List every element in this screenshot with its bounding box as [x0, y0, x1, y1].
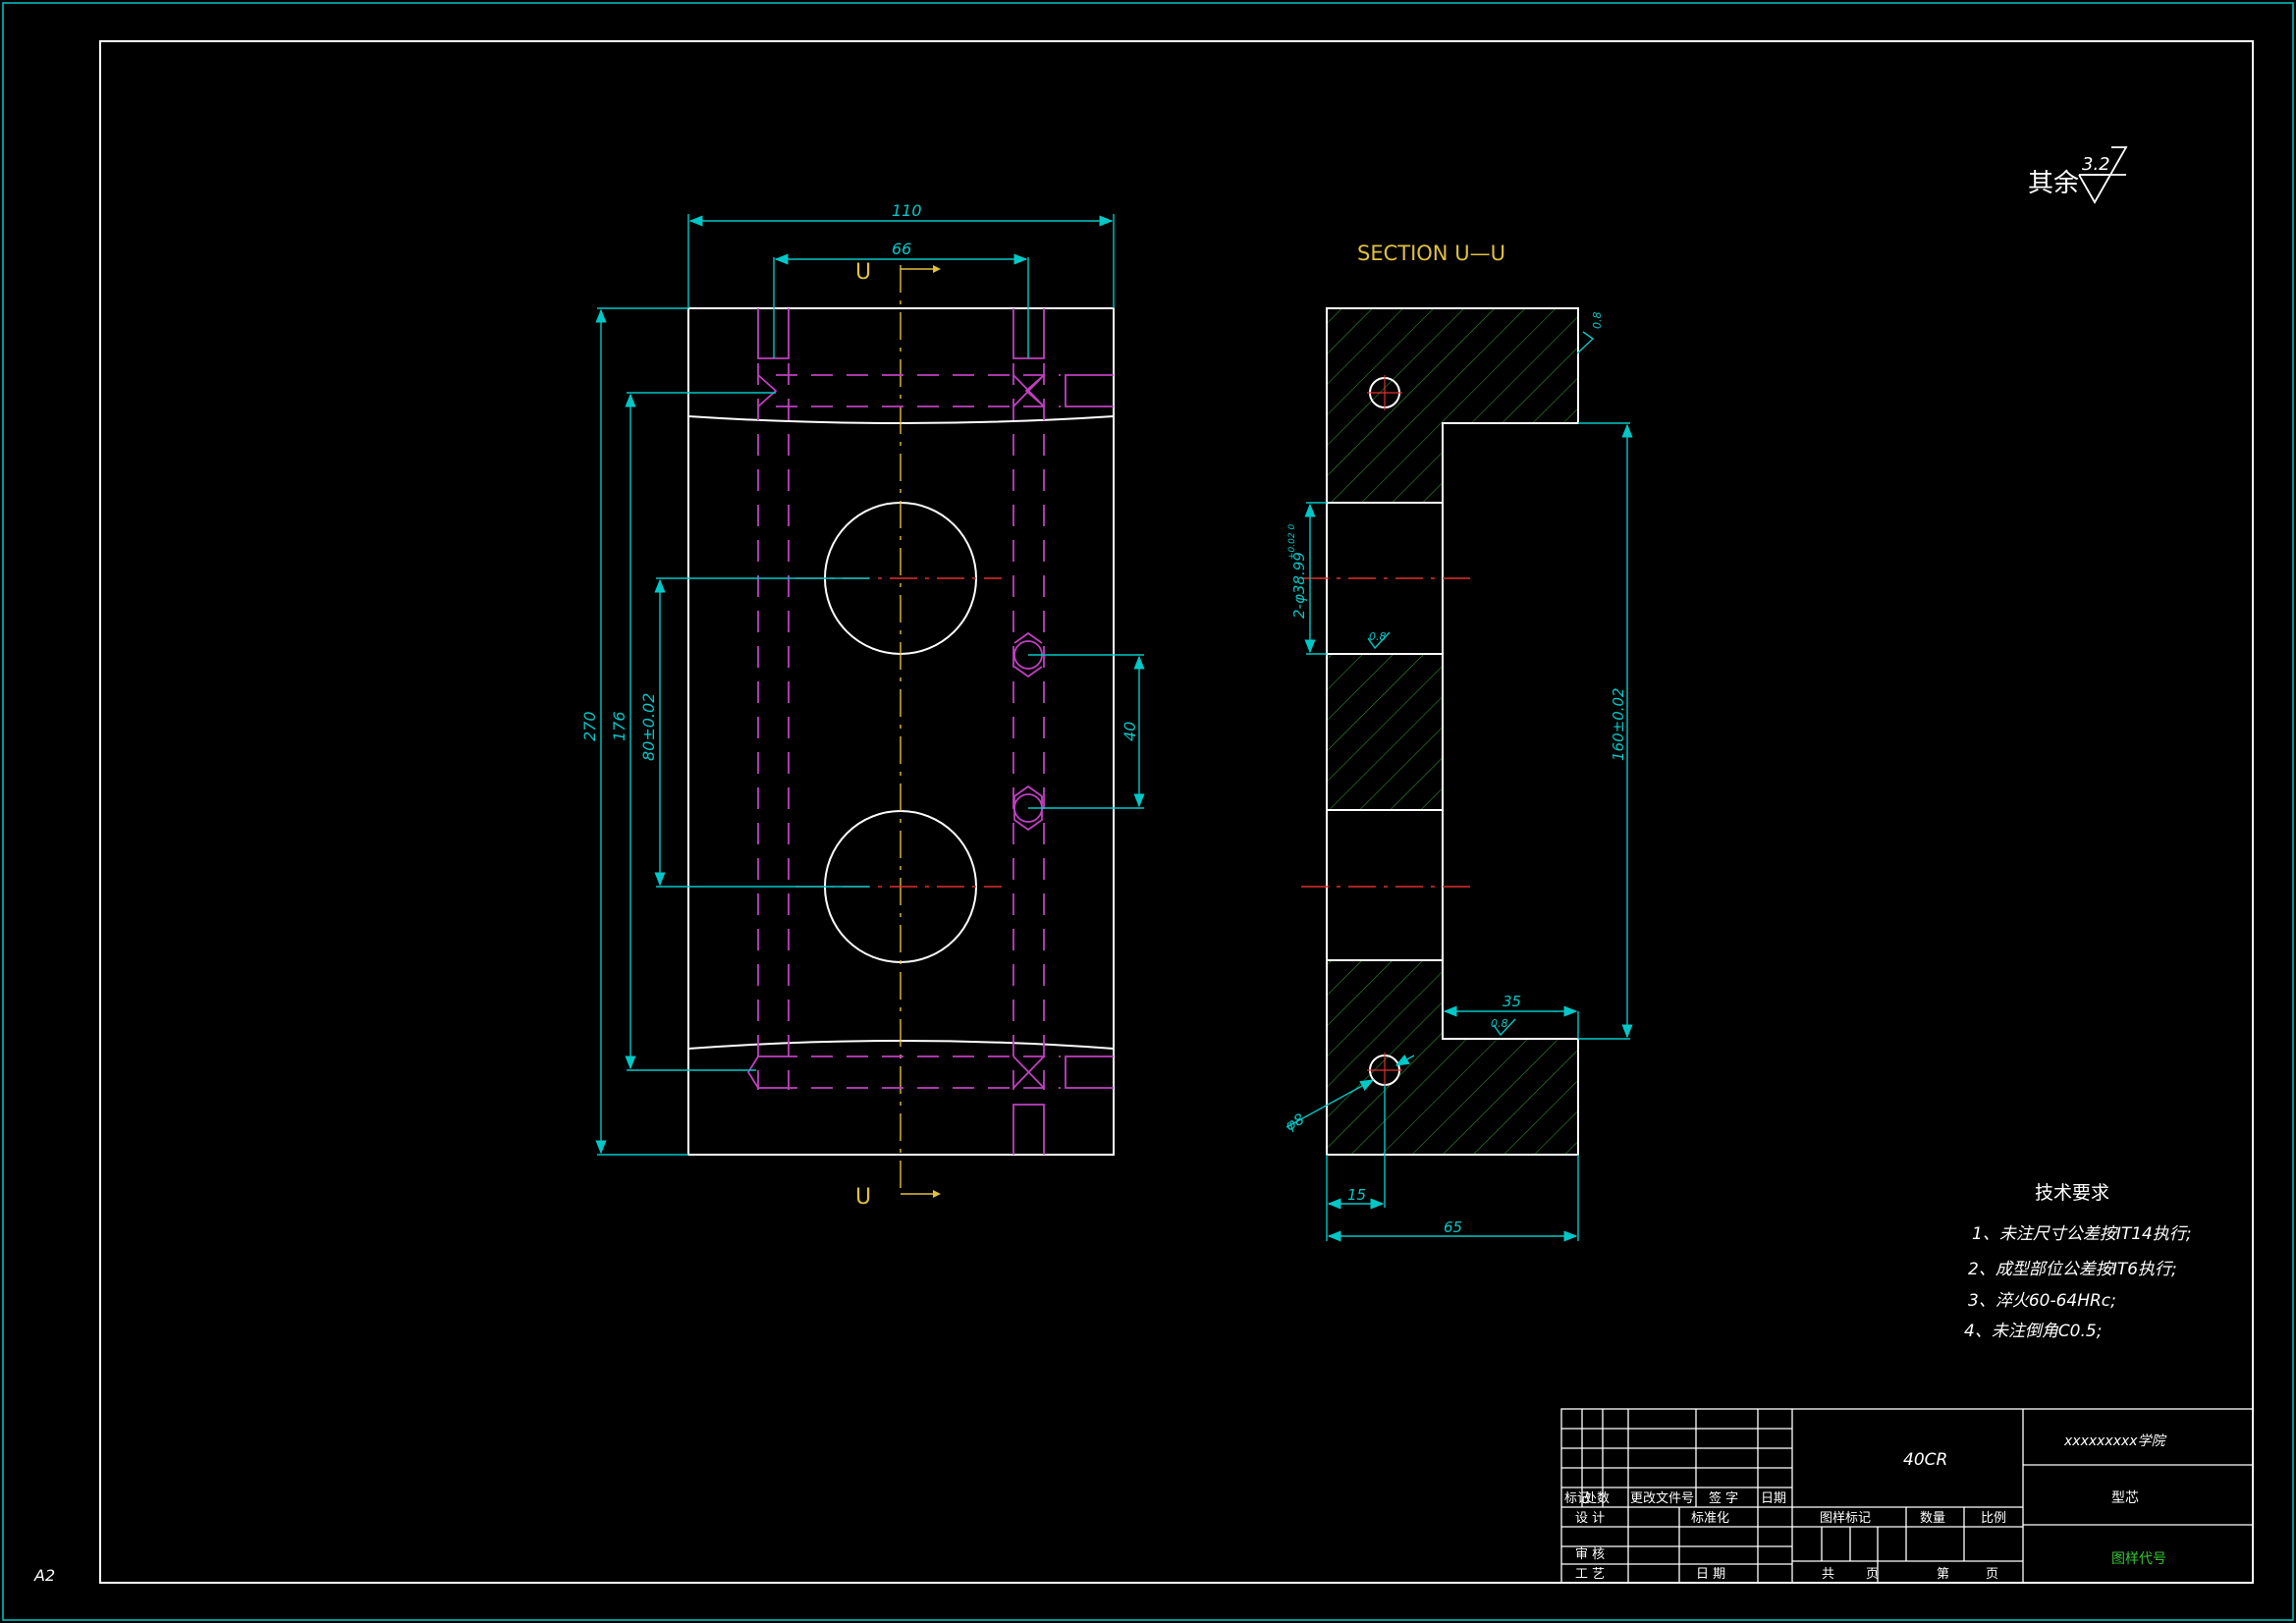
designer-label: 设 计	[1575, 1511, 1605, 1526]
rev-h-4: 签 字	[1709, 1490, 1738, 1506]
rev-h-5: 日期	[1761, 1491, 1786, 1506]
rev-h-1: 标记	[1564, 1491, 1590, 1506]
section-view: SECTION U—U 2-φ38.99 +0.02 0 160±0.02	[1282, 242, 1633, 1242]
page-label: 页	[1986, 1567, 1998, 1582]
school-name: xxxxxxxxx学院	[2063, 1434, 2167, 1449]
dim-hole-tol: +0.02 0	[1287, 524, 1297, 560]
tech-item-1: 1、未注尺寸公差按IT14执行;	[1972, 1224, 2192, 1244]
dim-40: 40	[1121, 722, 1139, 741]
tech-title: 技术要求	[2035, 1182, 2109, 1204]
total-label: 共	[1822, 1567, 1834, 1582]
roughness-label: 其余	[2028, 169, 2079, 198]
dim-width: 110	[892, 201, 922, 220]
stage-mark-label: 图样标记	[1820, 1511, 1871, 1526]
title-block	[1560, 1408, 2254, 1584]
dim-160: 160±0.02	[1610, 687, 1627, 761]
drawing-code: 图样代号	[2111, 1551, 2166, 1567]
dim-inner: 66	[892, 240, 911, 258]
scale-label: 比例	[1981, 1511, 2006, 1526]
drawing-frame	[99, 40, 2254, 1584]
dim-15: 15	[1347, 1186, 1366, 1204]
ra-mark-2: 0.8	[1491, 1017, 1508, 1030]
title-block-text: 标记 处数 更改文件号 签 字 日期 设 计 标准化 审 核 工 艺 日 期 4…	[1564, 1434, 2167, 1582]
dim-hole-spacing: 80±0.02	[639, 693, 658, 761]
front-view: U U 110 66 270 176 80±0.02 40	[580, 201, 1145, 1210]
process-label: 工 艺	[1575, 1567, 1605, 1582]
dim-35: 35	[1503, 993, 1521, 1010]
ra-mark-1: 0.8	[1369, 630, 1387, 643]
dim-65: 65	[1444, 1218, 1462, 1236]
sheet-size: A2	[33, 1566, 55, 1585]
section-marker-bottom: U	[855, 1185, 871, 1210]
roughness-symbol: 其余 3.2	[2028, 146, 2128, 204]
section-marker-top: U	[855, 260, 871, 285]
review-label: 审 核	[1575, 1547, 1605, 1562]
roughness-value: 3.2	[2082, 154, 2110, 175]
quantity-label: 数量	[1920, 1511, 1945, 1526]
nth-label: 第	[1937, 1567, 1949, 1582]
rev-h-3: 更改文件号	[1630, 1491, 1694, 1506]
dim-height: 270	[580, 711, 599, 741]
tech-item-4: 4、未注倒角C0.5;	[1964, 1322, 2102, 1341]
standard-label: 标准化	[1691, 1511, 1729, 1526]
part-name: 型芯	[2111, 1490, 2139, 1506]
date-label: 日 期	[1696, 1567, 1725, 1582]
section-title: SECTION U—U	[1357, 242, 1505, 265]
tech-item-2: 2、成型部位公差按IT6执行;	[1968, 1260, 2177, 1279]
rev-h-2: 处数	[1584, 1491, 1610, 1506]
dim-176: 176	[610, 711, 629, 741]
tech-item-3: 3、淬火60-64HRc;	[1968, 1291, 2116, 1311]
ra-mark-3: 0.8	[1591, 312, 1604, 330]
sheet-label: 页	[1866, 1567, 1879, 1582]
material: 40CR	[1903, 1450, 1947, 1470]
dim-hole-dia: 2-φ38.99	[1290, 552, 1308, 619]
tech-requirements: 技术要求 1、未注尺寸公差按IT14执行; 2、成型部位公差按IT6执行; 3、…	[1964, 1182, 2192, 1341]
dim-phi8: φ8	[1282, 1110, 1307, 1135]
